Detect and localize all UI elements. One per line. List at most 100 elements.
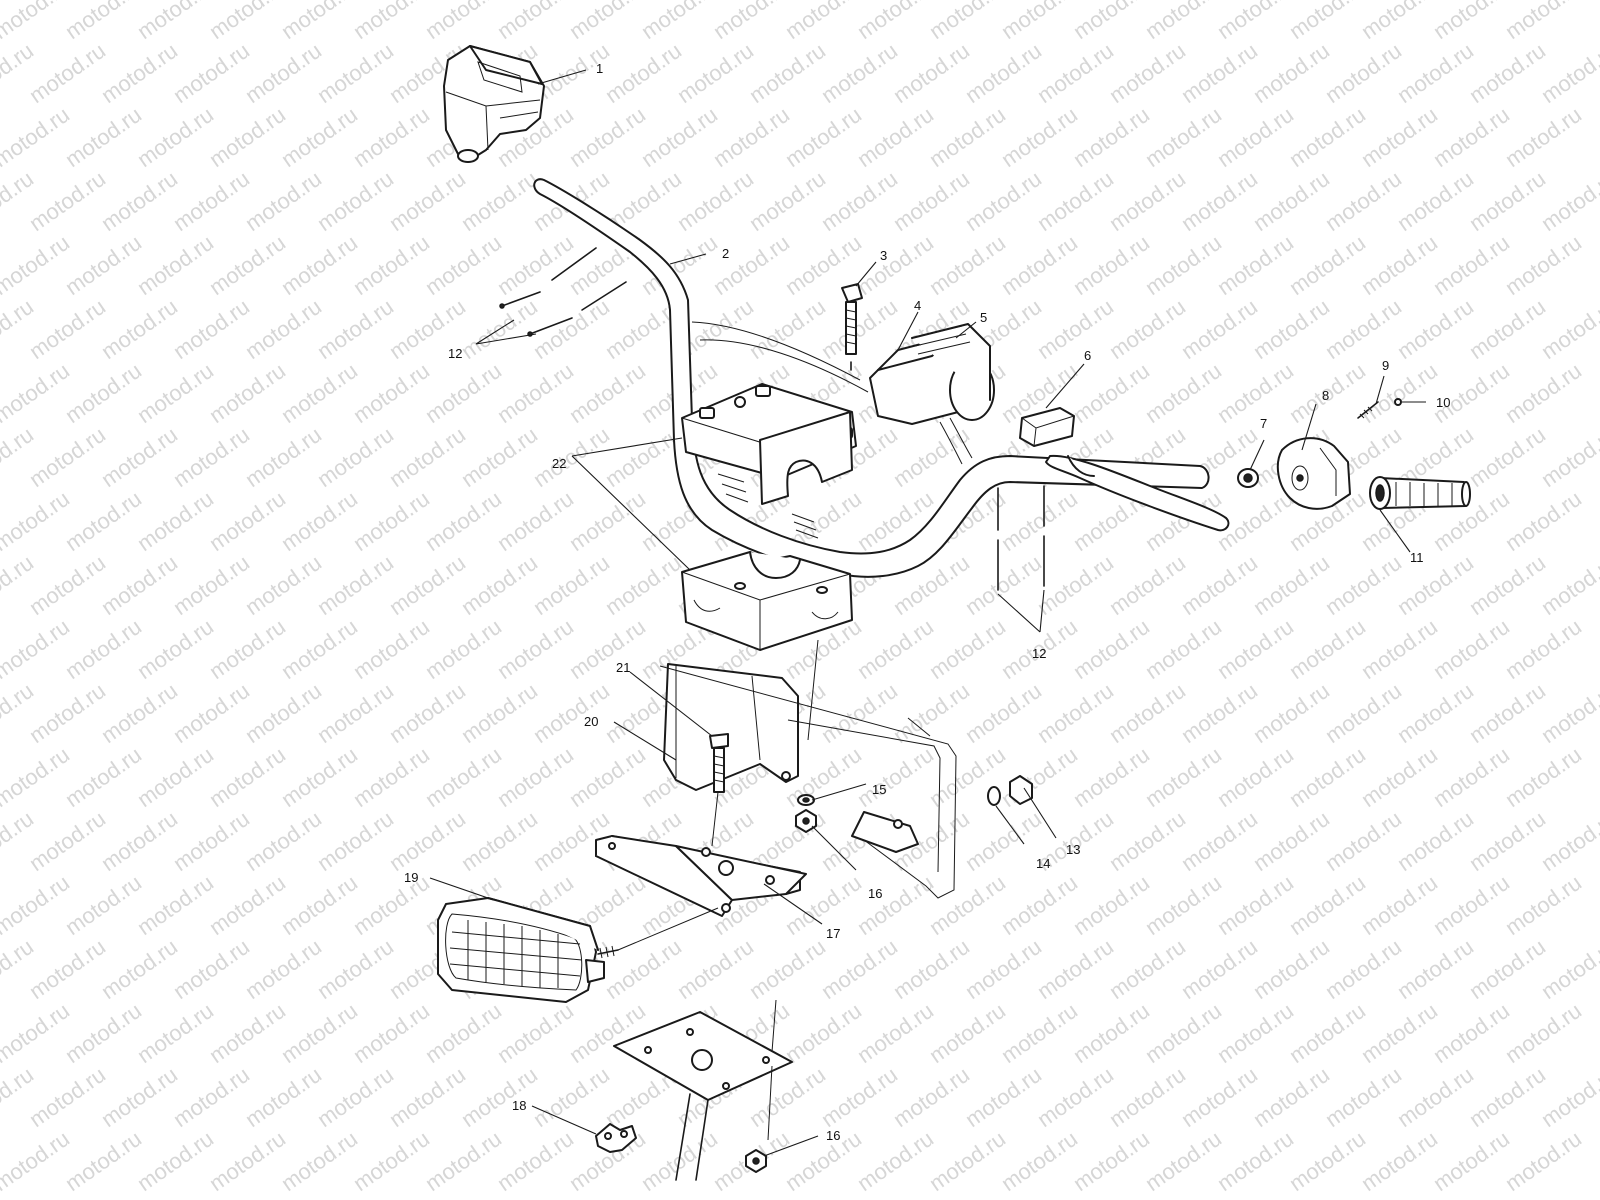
watermark-text: motod.ru (61, 486, 146, 556)
watermark-text: motod.ru (493, 230, 578, 300)
watermark-text: motod.ru (133, 102, 218, 172)
watermark-text: motod.ru (1393, 678, 1478, 748)
part-4-5-pad (869, 323, 995, 425)
watermark-text: motod.ru (61, 230, 146, 300)
watermark-text: motod.ru (853, 870, 938, 940)
watermark-text: motod.ru (817, 38, 902, 108)
watermark-text: motod.ru (421, 614, 506, 684)
watermark-text: motod.ru (241, 294, 326, 364)
watermark-text: motod.ru (961, 166, 1046, 236)
watermark-text: motod.ru (889, 38, 974, 108)
watermark-text: motod.ru (1501, 486, 1586, 556)
watermark-text: motod.ru (1285, 870, 1370, 940)
watermark-text: motod.ru (1321, 550, 1406, 620)
watermark-text: motod.ru (61, 358, 146, 428)
part-16-nut-lower (745, 1149, 767, 1173)
callout-7: 7 (1260, 416, 1267, 431)
watermark-text: motod.ru (1177, 678, 1262, 748)
part-22-upper-clamp (681, 383, 857, 505)
watermark-text: motod.ru (169, 934, 254, 1004)
watermark-text: motod.ru (1105, 294, 1190, 364)
watermark-text: motod.ru (169, 806, 254, 876)
watermark-text: motod.ru (205, 1126, 290, 1196)
watermark-text: motod.ru (1141, 614, 1226, 684)
part-7-spacer (1237, 468, 1259, 488)
watermark-text: motod.ru (277, 614, 362, 684)
watermark-text: motod.ru (601, 550, 686, 620)
watermark-text: motod.ru (1285, 1126, 1370, 1196)
callout-3: 3 (880, 248, 887, 263)
watermark-text: motod.ru (1141, 742, 1226, 812)
watermark-text: motod.ru (1501, 358, 1586, 428)
watermark-text: motod.ru (205, 870, 290, 940)
watermark-text: motod.ru (565, 358, 650, 428)
watermark-text: motod.ru (25, 1062, 110, 1132)
watermark-text: motod.ru (1177, 38, 1262, 108)
watermark-text: motod.ru (565, 486, 650, 556)
watermark-text: motod.ru (349, 1126, 434, 1196)
watermark-text: motod.ru (1393, 166, 1478, 236)
watermark-text: motod.ru (1069, 998, 1154, 1068)
watermark-text: motod.ru (97, 294, 182, 364)
watermark-text: motod.ru (1537, 166, 1600, 236)
watermark-text: motod.ru (241, 678, 326, 748)
watermark-text: motod.ru (0, 742, 74, 812)
watermark-text: motod.ru (277, 102, 362, 172)
watermark-text: motod.ru (133, 742, 218, 812)
watermark-text: motod.ru (1537, 806, 1600, 876)
watermark-text: motod.ru (241, 166, 326, 236)
watermark-text: motod.ru (1069, 742, 1154, 812)
watermark-text: motod.ru (313, 166, 398, 236)
watermark-text: motod.ru (1249, 550, 1334, 620)
watermark-text: motod.ru (1069, 870, 1154, 940)
watermark-text: motod.ru (169, 166, 254, 236)
part-18-clip (595, 1123, 637, 1153)
watermark-text: motod.ru (1213, 998, 1298, 1068)
watermark-text: motod.ru (241, 1062, 326, 1132)
watermark-text: motod.ru (205, 230, 290, 300)
watermark-text: motod.ru (1033, 678, 1118, 748)
watermark-text: motod.ru (1537, 1062, 1600, 1132)
part-13-nut (1009, 775, 1033, 805)
watermark-text: motod.ru (1537, 294, 1600, 364)
watermark-text: motod.ru (133, 358, 218, 428)
watermark-text: motod.ru (241, 806, 326, 876)
callout-1: 1 (596, 61, 603, 76)
watermark-text: motod.ru (1321, 166, 1406, 236)
watermark-text: motod.ru (673, 934, 758, 1004)
watermark-text: motod.ru (205, 102, 290, 172)
watermark-text: motod.ru (205, 486, 290, 556)
watermark-text: motod.ru (1141, 102, 1226, 172)
watermark-text: motod.ru (1357, 870, 1442, 940)
watermark-text: motod.ru (1465, 550, 1550, 620)
watermark-text: motod.ru (0, 358, 74, 428)
watermark-text: motod.ru (97, 166, 182, 236)
part-3-bolt (841, 283, 863, 371)
watermark-text: motod.ru (493, 486, 578, 556)
callout-16a: 16 (868, 886, 882, 901)
callout-2: 2 (722, 246, 729, 261)
watermark-text: motod.ru (925, 998, 1010, 1068)
watermark-text: motod.ru (349, 230, 434, 300)
watermark-text: motod.ru (1429, 230, 1514, 300)
watermark-text: motod.ru (313, 934, 398, 1004)
watermark-text: motod.ru (205, 998, 290, 1068)
watermark-text: motod.ru (1177, 294, 1262, 364)
watermark-text: motod.ru (25, 294, 110, 364)
watermark-text: motod.ru (745, 934, 830, 1004)
part-12-cable-ties-lower (997, 485, 1045, 591)
callout-6: 6 (1084, 348, 1091, 363)
watermark-text: motod.ru (853, 614, 938, 684)
watermark-text: motod.ru (1501, 1126, 1586, 1196)
watermark-text: motod.ru (421, 998, 506, 1068)
watermark-text: motod.ru (1069, 1126, 1154, 1196)
watermark-text: motod.ru (1105, 1062, 1190, 1132)
watermark-text: motod.ru (61, 102, 146, 172)
watermark-text: motod.ru (1105, 550, 1190, 620)
watermark-text: motod.ru (133, 870, 218, 940)
watermark-text: motod.ru (781, 1126, 866, 1196)
watermark-text: motod.ru (457, 422, 542, 492)
watermark-text: motod.ru (1429, 358, 1514, 428)
part-14-washer (987, 786, 1001, 806)
